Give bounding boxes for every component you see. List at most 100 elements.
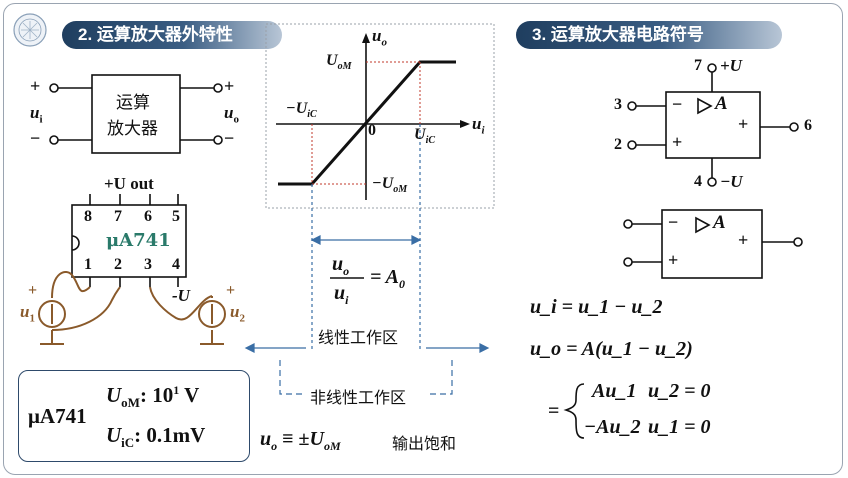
negative-supply-label: -U bbox=[172, 286, 190, 305]
chip-body bbox=[71, 204, 187, 278]
symbol1-pos-supply: +U bbox=[720, 56, 742, 75]
ratio-denominator: ui bbox=[334, 282, 349, 307]
signal-source-u1 bbox=[38, 300, 66, 328]
origin-label: 0 bbox=[368, 122, 376, 139]
symbol1-pin2: 2 bbox=[614, 136, 622, 153]
pin6-terminal bbox=[789, 122, 799, 132]
x-axis-arrow-icon bbox=[460, 120, 470, 128]
pin-2: 2 bbox=[114, 256, 122, 273]
pin4-terminal bbox=[707, 177, 717, 187]
section-title-characteristics: 2. 运算放大器外特性 bbox=[62, 21, 282, 49]
pin2-terminal bbox=[627, 140, 637, 150]
saturation-label: 输出饱和 bbox=[392, 434, 457, 453]
y-axis-arrow-icon bbox=[362, 33, 370, 43]
symbol1-inverting-sign: − bbox=[672, 94, 683, 114]
specs-uic: UiC: 0.1mV bbox=[106, 423, 206, 451]
chip-name: μA741 bbox=[106, 230, 171, 251]
amplifier-block-diagram bbox=[49, 74, 223, 154]
source1-label: u1 bbox=[20, 302, 35, 325]
symbol1-gain: A bbox=[715, 93, 728, 114]
specs-model: μA741 bbox=[28, 404, 87, 428]
source2-label: u2 bbox=[230, 302, 245, 325]
case1-condition: u_2 = 0 bbox=[648, 380, 711, 402]
ua741-chip bbox=[71, 194, 187, 287]
x-axis-label: ui bbox=[472, 114, 485, 137]
opamp-symbol-simple bbox=[623, 209, 803, 279]
graph-frame bbox=[265, 23, 495, 209]
symbol1-pin3: 3 bbox=[614, 96, 622, 113]
pin-4: 4 bbox=[172, 256, 180, 273]
output-terminal-minus bbox=[213, 135, 223, 145]
transfer-curve bbox=[278, 60, 456, 186]
university-logo-icon bbox=[13, 13, 47, 47]
triangle-icon bbox=[697, 97, 713, 115]
pin-1: 1 bbox=[84, 256, 92, 273]
signal-source-u2 bbox=[198, 300, 226, 328]
linear-region-label: 线性工作区 bbox=[318, 328, 399, 347]
y-axis-label: uo bbox=[372, 26, 387, 49]
amplifier-block bbox=[91, 74, 181, 154]
symbol1-pin6: 6 bbox=[804, 117, 812, 134]
input-minus-sign: − bbox=[30, 128, 41, 148]
ratio-result: = A0 bbox=[370, 266, 405, 291]
symbol2-output-sign: + bbox=[738, 230, 749, 250]
chip-top-label: +U out bbox=[104, 174, 154, 193]
symbol2-gain: A bbox=[713, 212, 726, 233]
neg-uic-label: −UiC bbox=[286, 100, 317, 121]
output-minus-sign: − bbox=[224, 128, 235, 148]
source2-plus: + bbox=[226, 282, 236, 299]
output-voltage-label: uo bbox=[224, 103, 239, 126]
test-wiring bbox=[40, 270, 224, 345]
specs-box bbox=[18, 370, 250, 462]
triangle-icon bbox=[695, 216, 711, 234]
output-terminal bbox=[793, 237, 803, 247]
uic-label: UiC bbox=[414, 126, 436, 147]
case2-condition: u_1 = 0 bbox=[648, 416, 711, 438]
pin-6: 6 bbox=[144, 208, 152, 225]
source1-plus: + bbox=[28, 282, 38, 299]
symbol1-pin7: 7 bbox=[694, 57, 702, 74]
ratio-numerator: uo bbox=[332, 253, 350, 278]
pin7-terminal bbox=[707, 63, 717, 73]
pin-3: 3 bbox=[144, 256, 152, 273]
symbol1-output-sign: + bbox=[738, 114, 749, 134]
pin3-terminal bbox=[627, 101, 637, 111]
input-plus-sign: + bbox=[30, 76, 41, 96]
case1-expression: Au_1 bbox=[592, 380, 637, 402]
transfer-characteristic-graph bbox=[265, 23, 495, 209]
inverting-terminal bbox=[623, 219, 633, 229]
region-markers bbox=[244, 124, 490, 395]
symbol1-pin4: 4 bbox=[694, 173, 702, 190]
block-text-line1: 运算 bbox=[116, 93, 150, 113]
opamp-symbol-numbered bbox=[627, 63, 799, 187]
chip-notch bbox=[71, 235, 80, 251]
pin-7: 7 bbox=[114, 208, 122, 225]
neg-uom-label: −UoM bbox=[372, 175, 408, 196]
slide-frame bbox=[3, 3, 843, 475]
saturation-formula: uo ≡ ±UoM bbox=[260, 428, 341, 453]
output-plus-sign: + bbox=[224, 76, 235, 96]
input-terminal-plus bbox=[49, 83, 59, 93]
noninverting-terminal bbox=[623, 257, 633, 267]
specs-uom: UoM: 101 V bbox=[106, 383, 200, 411]
section-title-symbols: 3. 运算放大器电路符号 bbox=[516, 21, 782, 49]
block-text-line2: 放大器 bbox=[107, 119, 158, 139]
uom-label: UoM bbox=[326, 52, 352, 73]
equation-uo: u_o = A(u_1 − u_2) bbox=[530, 338, 693, 360]
symbol2-inverting-sign: − bbox=[668, 212, 679, 232]
pin-8: 8 bbox=[84, 208, 92, 225]
input-terminal-minus bbox=[49, 135, 59, 145]
symbol1-neg-supply: −U bbox=[720, 172, 743, 191]
nonlinear-region-label: 非线性工作区 bbox=[310, 388, 407, 407]
cases-brace bbox=[563, 383, 585, 439]
output-terminal-plus bbox=[213, 83, 223, 93]
equation-ui: u_i = u_1 − u_2 bbox=[530, 296, 663, 318]
symbol2-noninverting-sign: + bbox=[668, 250, 679, 270]
symbol1-noninverting-sign: + bbox=[672, 132, 683, 152]
input-voltage-label: ui bbox=[30, 103, 43, 126]
equation-equals: = bbox=[548, 400, 560, 422]
case2-expression: −Au_2 bbox=[584, 416, 641, 438]
pin-5: 5 bbox=[172, 208, 180, 225]
